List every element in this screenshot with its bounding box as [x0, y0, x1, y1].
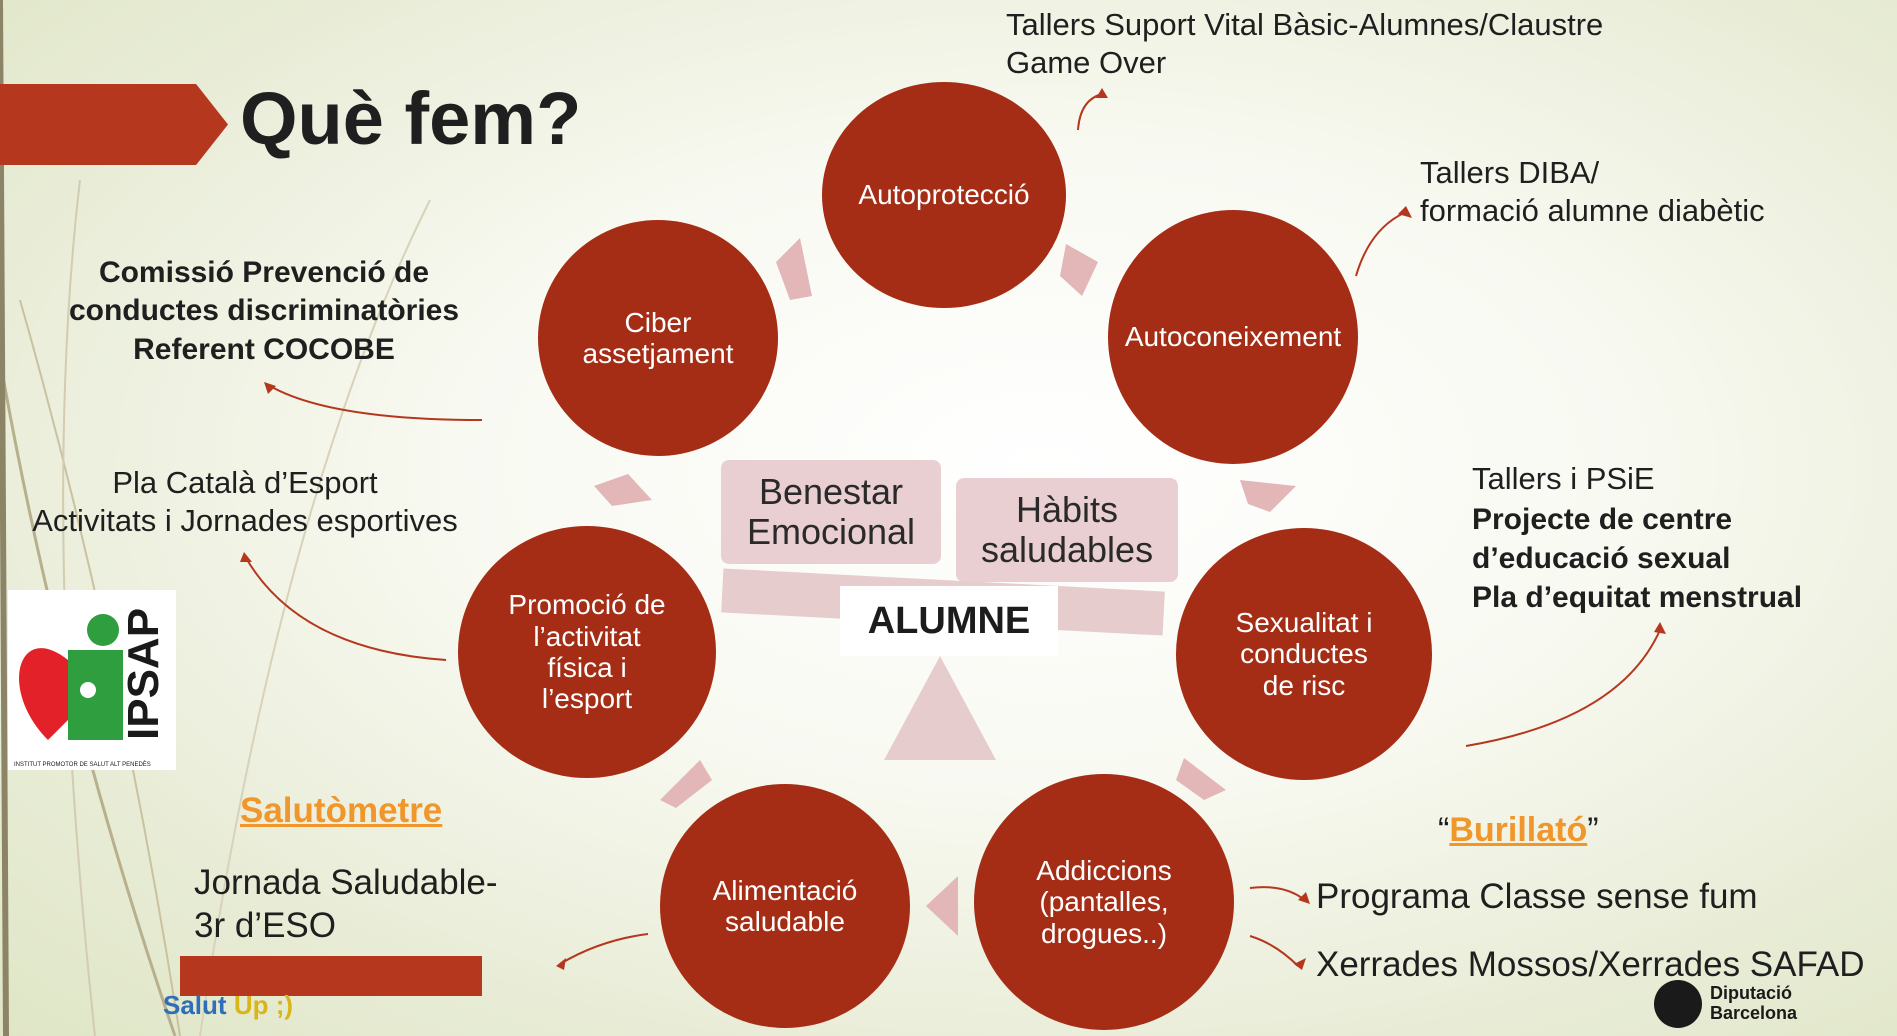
habits-box: Hàbits saludables — [956, 478, 1178, 582]
balance-fulcrum — [884, 656, 996, 760]
circle-autoconeixement: Autoconeixement — [1108, 210, 1358, 464]
ipsap-letters: IPSAP — [119, 608, 168, 740]
connector-ciber — [269, 385, 483, 421]
circle-alimentacio: Alimentació saludable — [660, 784, 910, 1028]
diputacio-label: Diputació Barcelona — [1710, 983, 1798, 1023]
circle-addiccions: Addiccions (pantalles, drogues..) — [974, 774, 1234, 1030]
ipsap-subtext: INSTITUT PROMOTOR DE SALUT ALT PENEDÈS — [14, 761, 151, 768]
note-projecte: Projecte de centre d’educació sexual Pla… — [1472, 503, 1803, 614]
note-tallers-psie: Tallers i PSiE — [1472, 461, 1655, 496]
cycle-arrow — [1240, 480, 1296, 512]
circle-promocio: Promoció de l’activitat física i l’espor… — [458, 526, 716, 778]
alumne-label: ALUMNE — [840, 586, 1058, 656]
note-tallers-diba: Tallers DIBA/ formació alumne diabètic — [1420, 155, 1765, 228]
heart-puzzle-icon: IPSAP INSTITUT PROMOTOR DE SALUT ALT PEN… — [14, 608, 168, 768]
benestar-box: Benestar Emocional — [721, 460, 941, 564]
note-programa: Programa Classe sense fum — [1316, 877, 1758, 916]
connector-autoproteccio — [1077, 93, 1103, 131]
ipsap-logo: IPSAP INSTITUT PROMOTOR DE SALUT ALT PEN… — [8, 590, 176, 770]
burillato-link[interactable]: Burillató — [1449, 811, 1588, 849]
circle-sexualitat: Sexualitat i conductes de risc — [1176, 528, 1432, 780]
note-pla-catala: Pla Català d’Esport Activitats i Jornade… — [32, 465, 458, 538]
connector-sexualitat — [1465, 629, 1661, 747]
circle-ciber: Ciber assetjament — [538, 220, 778, 456]
cycle-arrow — [660, 760, 712, 808]
cycle-arrow — [926, 876, 958, 936]
cycle-arrow — [594, 474, 652, 506]
cycle-arrow — [1060, 244, 1098, 296]
note-comissio: Comissió Prevenció de conductes discrimi… — [68, 256, 460, 366]
salutometre-link[interactable]: Salutòmetre — [240, 791, 443, 830]
connector-promocio — [245, 557, 447, 661]
connector-autoconeixement — [1355, 211, 1407, 277]
connector-alimentacio — [559, 933, 649, 965]
connector-programa — [1249, 886, 1303, 899]
redacted-bar — [180, 956, 482, 996]
cycle-arrow — [776, 238, 812, 300]
note-tallers-suport: Tallers Suport Vital Bàsic-Alumnes/Claus… — [1006, 7, 1604, 80]
cycle-arrow — [1176, 758, 1226, 800]
page-title: Què fem? — [240, 77, 582, 160]
note-jornada: Jornada Saludable- 3r d’ESO — [194, 863, 498, 945]
connector-xerrades — [1249, 935, 1299, 967]
circle-autoproteccio: Autoprotecció — [822, 82, 1066, 308]
note-xerrades: Xerrades Mossos/Xerrades SAFAD — [1316, 945, 1865, 984]
salut-up-brand: Salut Up ;) — [163, 990, 294, 1020]
title-accent-bar — [0, 84, 228, 165]
diputacio-seal-icon — [1654, 980, 1702, 1028]
note-burillato: “Burillató” — [1438, 811, 1599, 849]
